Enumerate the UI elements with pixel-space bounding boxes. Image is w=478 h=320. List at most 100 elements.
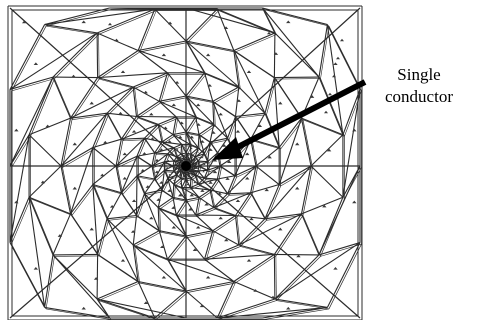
element-marker: [172, 179, 176, 181]
element-marker: [178, 174, 182, 176]
mesh-edge: [180, 152, 187, 155]
mesh-edge: [204, 177, 218, 180]
mesh-edge: [30, 78, 55, 137]
mesh-edge: [235, 112, 266, 118]
mesh-edge: [70, 213, 99, 255]
element-marker: [131, 199, 137, 203]
element-marker: [140, 169, 146, 172]
mesh-edge: [190, 153, 196, 158]
mesh-edge: [167, 147, 175, 155]
mesh-edge: [54, 255, 100, 257]
mesh-edge: [235, 214, 266, 220]
element-marker: [183, 170, 186, 172]
mesh-edge: [96, 8, 155, 34]
mesh-edge: [276, 34, 321, 79]
mesh-edge: [301, 117, 344, 136]
mesh-edge: [235, 51, 241, 89]
mesh-edge: [44, 24, 98, 34]
mesh-edge: [121, 137, 145, 140]
mesh-edge: [227, 165, 257, 195]
mesh-edge: [136, 155, 153, 167]
mesh-edge: [71, 215, 100, 257]
mesh-edge: [136, 138, 145, 157]
mesh-edge: [157, 196, 174, 209]
mesh-edge: [94, 185, 123, 195]
element-marker: [218, 216, 223, 220]
mesh-edge: [180, 177, 187, 180]
element-marker: [190, 167, 193, 169]
element-marker: [208, 148, 213, 151]
mesh-edge: [134, 74, 170, 89]
mesh-edge: [185, 199, 197, 216]
mesh-edge: [168, 155, 176, 163]
mesh-edge: [98, 255, 140, 284]
mesh-edge: [172, 160, 175, 167]
element-marker: [193, 181, 196, 184]
mesh-edge: [227, 192, 251, 195]
arrow: [212, 79, 367, 160]
mesh-edge: [137, 102, 161, 119]
mesh-edge: [60, 146, 94, 167]
element-marker: [186, 183, 189, 186]
mesh-edge: [263, 308, 329, 320]
mesh-edge: [233, 32, 276, 52]
mesh-edge: [209, 189, 228, 195]
element-marker: [185, 170, 188, 173]
mesh-edge: [9, 76, 54, 90]
mesh-edge: [194, 147, 199, 157]
mesh-edge: [134, 246, 170, 261]
mesh-edge: [115, 139, 122, 167]
element-marker: [161, 53, 167, 57]
mesh-edge: [185, 178, 191, 188]
element-marker: [195, 163, 198, 165]
mesh-edge: [151, 152, 156, 167]
mesh-edge: [326, 24, 361, 90]
single-conductor-label: Single conductor: [364, 64, 474, 108]
mesh-edge: [9, 165, 187, 319]
mesh-edge: [276, 300, 329, 310]
mesh-edge: [137, 216, 161, 233]
mesh-edge: [98, 300, 112, 320]
mesh-edge: [132, 86, 138, 117]
mesh-edge: [52, 76, 72, 119]
mesh-edge: [174, 118, 179, 137]
mesh-edge: [54, 78, 73, 120]
element-marker: [226, 160, 232, 163]
mesh-edge: [185, 95, 215, 125]
mesh-edge: [203, 141, 211, 155]
mesh-edge: [204, 72, 214, 102]
mesh-edge: [173, 183, 182, 189]
element-marker: [192, 248, 198, 251]
mesh-edge: [143, 137, 156, 154]
mesh-edge: [106, 112, 122, 140]
mesh-edge: [136, 175, 155, 180]
mesh-edge: [120, 116, 137, 140]
mesh-edge: [60, 118, 72, 167]
mesh-edge: [278, 165, 312, 186]
mesh-edge: [216, 178, 229, 195]
mesh-edge: [190, 147, 199, 155]
mesh-edge: [194, 167, 201, 170]
mesh-edge: [300, 213, 320, 256]
element-marker: [246, 70, 252, 74]
mesh-edge: [280, 119, 304, 150]
mesh-edge: [30, 198, 55, 257]
element-marker: [222, 144, 227, 147]
mesh-edge: [250, 139, 257, 167]
single-conductor: [181, 161, 191, 171]
mesh-edge: [172, 196, 187, 201]
element-marker: [122, 176, 127, 180]
mesh-edge: [190, 183, 199, 189]
mesh-edge: [157, 207, 187, 237]
mesh-edge: [69, 147, 94, 215]
mesh-edge: [235, 255, 277, 284]
mesh-edge: [157, 124, 163, 143]
element-marker: [33, 62, 39, 66]
mesh-edge: [318, 165, 361, 256]
mesh-edge: [197, 134, 200, 148]
mesh-edge: [250, 165, 257, 193]
mesh-edge: [187, 118, 198, 134]
element-marker: [159, 148, 164, 151]
mesh-edge: [158, 230, 168, 260]
element-marker: [120, 258, 126, 262]
